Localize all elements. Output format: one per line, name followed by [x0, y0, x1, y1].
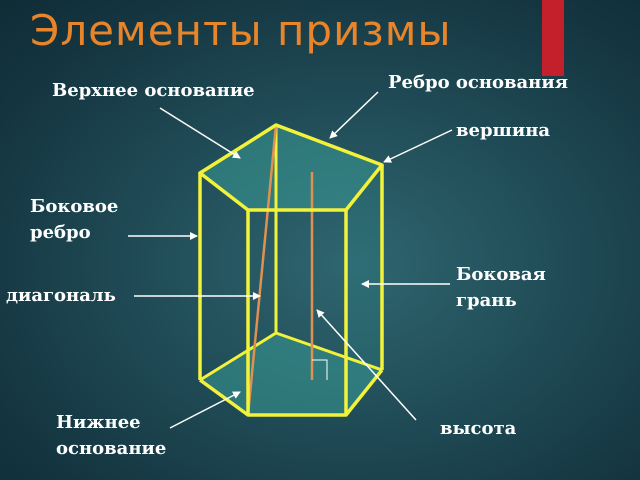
slide-title: Элементы призмы [30, 6, 452, 55]
label-upper-base: Верхнее основание [52, 80, 255, 101]
bottom-front-edges [198, 368, 384, 417]
diagonal-line [246, 124, 278, 416]
right-angle-mark [312, 359, 328, 380]
label-lower-base: Нижнее основание [56, 412, 167, 460]
label-vertex: вершина [456, 120, 551, 141]
arrow-base-edge [329, 91, 379, 139]
top-base-edges [198, 123, 384, 212]
arrow-lower-base [169, 391, 241, 429]
accent-bar [542, 0, 564, 76]
label-height: высота [440, 418, 517, 439]
label-diagonal: диагональ [6, 285, 116, 306]
arrow-vertex [383, 129, 453, 163]
label-base-edge: Ребро основания [388, 72, 568, 93]
arrow-height [316, 309, 417, 421]
label-lateral-edge: Боковое ребро [30, 196, 119, 244]
label-lateral-face: Боковая грань [456, 264, 546, 312]
arrow-upper-base [159, 107, 241, 159]
